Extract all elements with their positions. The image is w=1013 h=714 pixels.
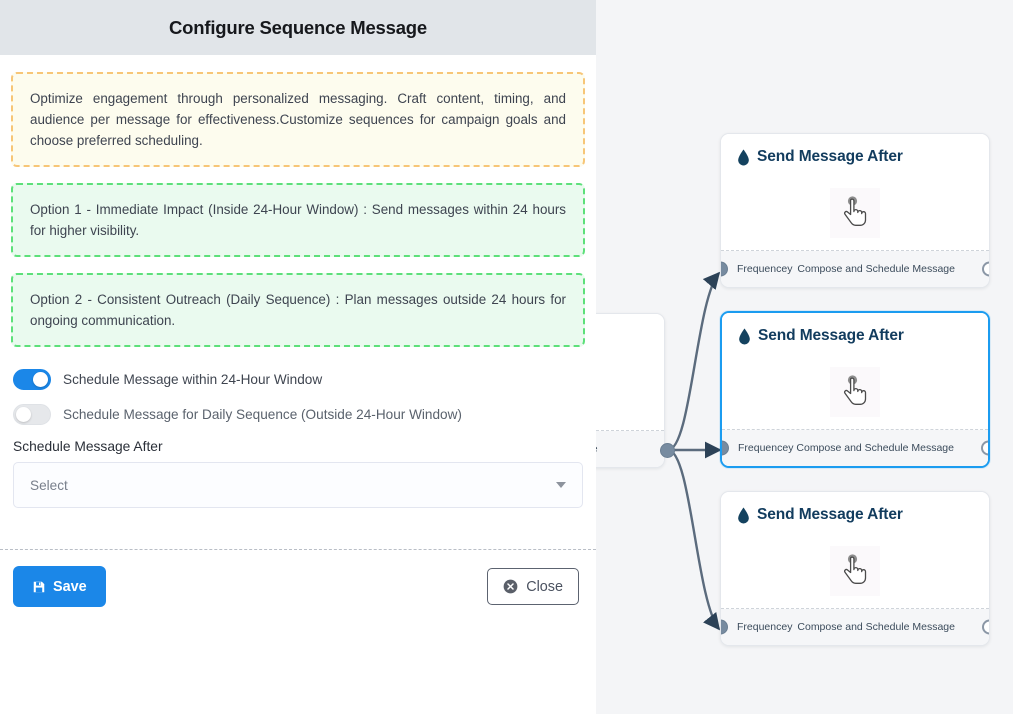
water-drop-icon <box>738 149 749 165</box>
node-2-footer-right: Compose and Schedule Message <box>796 442 954 454</box>
node-1-footer-left: Frequencey <box>737 263 793 275</box>
chevron-down-icon <box>556 482 566 488</box>
option-1-callout: Option 1 - Immediate Impact (Inside 24-H… <box>11 183 585 257</box>
node-3-title: Send Message After <box>757 506 903 523</box>
node-2-divider <box>722 429 988 430</box>
node-1-divider <box>721 250 989 251</box>
flow-node-send-message-after-1[interactable]: Send Message After Frequencey Compose an… <box>720 133 990 288</box>
toggle-knob <box>16 407 31 422</box>
option-2-callout: Option 2 - Consistent Outreach (Daily Se… <box>11 273 585 347</box>
edge-to-node-1 <box>667 271 721 452</box>
save-floppy-icon <box>33 581 45 592</box>
dialog-header: Configure Sequence Message <box>0 0 596 55</box>
schedule-message-after-select[interactable]: Select <box>13 462 583 508</box>
close-circle-icon <box>503 579 518 594</box>
node-2-body: Send Message After <box>722 313 988 429</box>
node-1-output-handle[interactable] <box>982 261 989 277</box>
hand-pointer-icon <box>844 375 867 405</box>
node-3-body: Send Message After <box>721 492 989 608</box>
node-3-footer-right: Compose and Schedule Message <box>797 621 955 633</box>
node-2-input-handle[interactable] <box>722 440 729 456</box>
node-3-input-handle[interactable] <box>721 619 728 635</box>
node-1-footer: Frequencey Compose and Schedule Message <box>721 251 989 287</box>
save-button[interactable]: Save <box>13 566 106 607</box>
node-3-footer-left: Frequencey <box>737 621 793 633</box>
partial-node-footer-label: ce Message <box>596 443 598 455</box>
source-connector-handle[interactable] <box>660 443 675 458</box>
schedule-message-after-value: Select <box>30 477 68 493</box>
toggle-schedule-within-24h[interactable] <box>13 369 51 390</box>
node-2-output-handle[interactable] <box>981 440 988 456</box>
node-1-footer-right: Compose and Schedule Message <box>797 263 955 275</box>
node-2-title: Send Message After <box>758 327 904 344</box>
partial-node-body <box>596 314 664 430</box>
node-3-output-handle[interactable] <box>982 619 989 635</box>
dialog-footer: Save Close <box>0 566 596 607</box>
toggle-knob <box>33 372 48 387</box>
configure-sequence-dialog: Configure Sequence Message Optimize enga… <box>0 0 596 607</box>
node-2-footer: Frequencey Compose and Schedule Message <box>722 430 988 466</box>
hand-pointer-icon <box>844 554 867 584</box>
node-1-input-handle[interactable] <box>721 261 728 277</box>
hand-pointer-icon <box>844 196 867 226</box>
toggle-within-24h-label: Schedule Message within 24-Hour Window <box>63 372 323 387</box>
footer-divider <box>0 549 596 550</box>
node-3-divider <box>721 608 989 609</box>
water-drop-icon <box>738 507 749 523</box>
flow-node-partial[interactable]: ce Message <box>596 313 665 468</box>
partial-node-divider <box>596 430 664 431</box>
node-1-title: Send Message After <box>757 148 903 165</box>
flow-canvas[interactable]: ce Message Send Message After <box>596 0 1013 714</box>
save-button-label: Save <box>53 578 87 595</box>
page-title: Configure Sequence Message <box>169 16 427 38</box>
flow-node-send-message-after-3[interactable]: Send Message After Frequencey Compose an… <box>720 491 990 646</box>
flow-node-send-message-after-2[interactable]: Send Message After Frequencey Compose an… <box>720 311 990 468</box>
node-2-title-row: Send Message After <box>738 327 972 345</box>
toggle-schedule-daily-sequence[interactable] <box>13 404 51 425</box>
node-1-title-row: Send Message After <box>737 148 973 166</box>
partial-node-footer: ce Message <box>596 431 664 467</box>
edge-to-node-3 <box>667 448 721 631</box>
node-2-center-icon-wrap <box>830 367 880 417</box>
node-1-center-icon-wrap <box>830 188 880 238</box>
node-3-footer: Frequencey Compose and Schedule Message <box>721 609 989 645</box>
close-button-label: Close <box>526 578 563 595</box>
node-3-center-icon-wrap <box>830 546 880 596</box>
close-button[interactable]: Close <box>487 568 579 605</box>
node-2-footer-left: Frequencey <box>738 442 794 454</box>
toggle-daily-sequence-label: Schedule Message for Daily Sequence (Out… <box>63 407 462 422</box>
node-1-body: Send Message After <box>721 134 989 250</box>
toggle-row-daily-sequence[interactable]: Schedule Message for Daily Sequence (Out… <box>11 404 585 425</box>
info-callout: Optimize engagement through personalized… <box>11 72 585 167</box>
schedule-message-after-label: Schedule Message After <box>13 439 163 454</box>
water-drop-icon <box>739 328 750 344</box>
toggle-row-within-24h[interactable]: Schedule Message within 24-Hour Window <box>11 369 585 390</box>
node-3-title-row: Send Message After <box>737 506 973 524</box>
dialog-body: Optimize engagement through personalized… <box>0 55 596 508</box>
